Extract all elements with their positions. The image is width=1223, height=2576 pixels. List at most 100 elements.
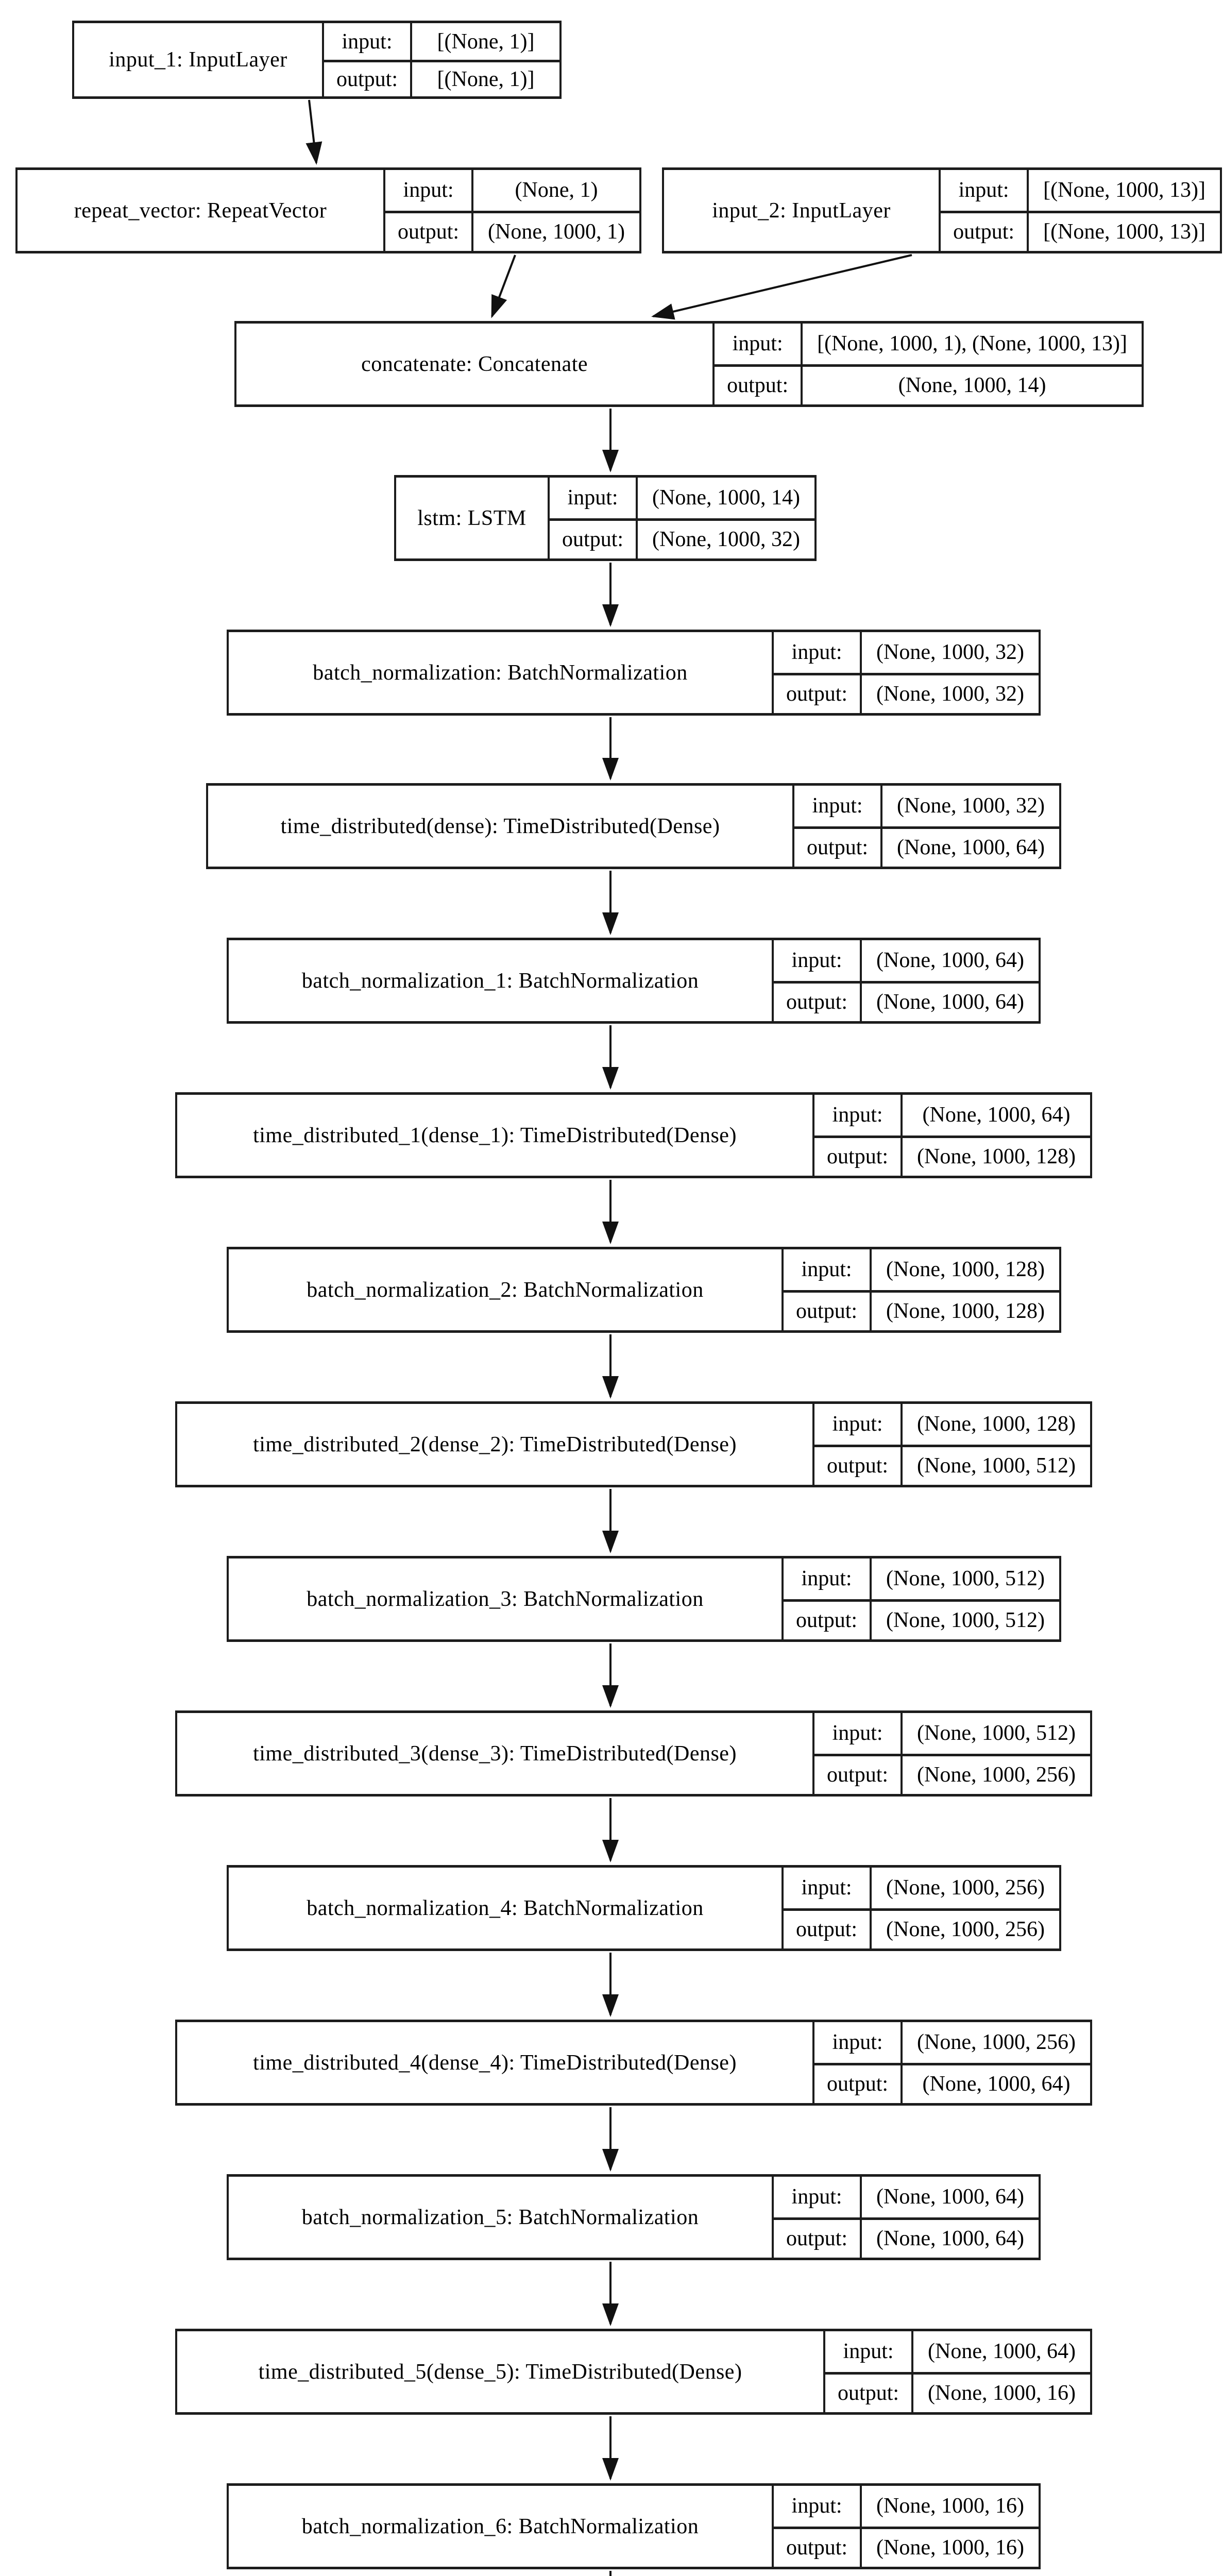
layer-node-time_distributed: time_distributed(dense): TimeDistributed… <box>206 783 1061 869</box>
output-label: output: <box>385 210 472 251</box>
input-label: input: <box>791 2185 842 2209</box>
layer-node-batch_normalization_2: batch_normalization_2: BatchNormalizatio… <box>227 1247 1061 1333</box>
output-label: output: <box>774 672 860 714</box>
output-label: output: <box>784 1599 870 1640</box>
layer-io-table: input: [(None, 1)] output: [(None, 1)] <box>321 23 559 96</box>
layer-node-concatenate: concatenate: Concatenate input: [(None, … <box>234 321 1144 407</box>
output-shape: (None, 1000, 16) <box>860 2526 1039 2567</box>
layer-io-table: input: (None, 1000, 512) output: (None, … <box>782 1558 1059 1639</box>
input-label: input: <box>832 1412 883 1436</box>
output-label: output: <box>814 1135 901 1176</box>
layer-name: time_distributed_5(dense_5): TimeDistrib… <box>258 2360 742 2384</box>
layer-node-batch_normalization: batch_normalization: BatchNormalization … <box>227 630 1041 716</box>
output-label: output: <box>784 1908 870 1949</box>
input-label: input: <box>791 948 842 973</box>
layer-io-table: input: (None, 1000, 256) output: (None, … <box>782 1868 1059 1948</box>
layer-io-table: input: (None, 1000, 16) output: (None, 1… <box>772 2486 1039 2567</box>
layer-name: batch_normalization_6: BatchNormalizatio… <box>301 2514 699 2538</box>
layer-node-input_2: input_2: InputLayer input: [(None, 1000,… <box>662 167 1222 253</box>
output-shape: (None, 1000, 64) <box>860 980 1039 1021</box>
edge-input_1-repeat_vector <box>305 99 322 165</box>
input-shape: (None, 1000, 512) <box>901 1713 1090 1754</box>
input-shape: (None, 1000, 512) <box>870 1558 1059 1599</box>
input-label: input: <box>567 486 618 510</box>
input-label: input: <box>403 178 454 202</box>
output-shape: [(None, 1)] <box>410 60 559 96</box>
layer-io-table: input: (None, 1000, 14) output: (None, 1… <box>548 478 814 558</box>
output-shape: (None, 1000, 16) <box>911 2371 1090 2412</box>
output-label: output: <box>784 1290 870 1331</box>
input-shape: (None, 1000, 128) <box>870 1249 1059 1290</box>
output-shape: (None, 1000, 64) <box>860 2217 1039 2258</box>
output-shape: (None, 1000, 64) <box>880 826 1059 867</box>
input-label: input: <box>832 1103 883 1127</box>
output-shape: (None, 1000, 1) <box>471 210 639 251</box>
input-shape: (None, 1000, 256) <box>870 1868 1059 1908</box>
input-label: input: <box>832 2030 883 2055</box>
layer-name: lstm: LSTM <box>417 506 526 530</box>
layer-io-table: input: (None, 1000, 256) output: (None, … <box>812 2022 1090 2103</box>
layer-node-time_distributed_1: time_distributed_1(dense_1): TimeDistrib… <box>175 1092 1092 1178</box>
layer-name: repeat_vector: RepeatVector <box>74 198 327 223</box>
layer-node-batch_normalization_4: batch_normalization_4: BatchNormalizatio… <box>227 1865 1061 1951</box>
layer-name: time_distributed_1(dense_1): TimeDistrib… <box>253 1123 737 1147</box>
input-label: input: <box>812 794 863 818</box>
layer-name: input_2: InputLayer <box>712 198 891 223</box>
output-label: output: <box>774 980 860 1022</box>
layer-node-input_1: input_1: InputLayer input: [(None, 1)] o… <box>72 21 562 99</box>
layer-io-table: input: (None, 1000, 512) output: (None, … <box>812 1713 1090 1794</box>
output-shape: (None, 1000, 64) <box>901 2062 1090 2103</box>
input-label: input: <box>801 1876 852 1900</box>
layer-node-repeat_vector: repeat_vector: RepeatVector input: (None… <box>15 167 641 253</box>
layer-name: time_distributed_4(dense_4): TimeDistrib… <box>253 2050 737 2075</box>
layer-name: batch_normalization_4: BatchNormalizatio… <box>307 1896 704 1920</box>
output-label: output: <box>825 2371 912 2413</box>
output-label: output: <box>941 210 1027 251</box>
output-label: output: <box>794 826 881 867</box>
output-shape: (None, 1000, 256) <box>870 1908 1059 1948</box>
layer-io-table: input: [(None, 1000, 13)] output: [(None… <box>939 170 1220 251</box>
output-label: output: <box>774 2217 860 2258</box>
input-shape: (None, 1000, 64) <box>860 2177 1039 2217</box>
output-shape: (None, 1000, 512) <box>901 1444 1090 1485</box>
layer-node-batch_normalization_3: batch_normalization_3: BatchNormalizatio… <box>227 1556 1061 1642</box>
layer-node-batch_normalization_5: batch_normalization_5: BatchNormalizatio… <box>227 2174 1041 2260</box>
output-label: output: <box>324 60 410 96</box>
input-label: input: <box>958 178 1009 202</box>
output-label: output: <box>715 364 801 405</box>
layer-name: batch_normalization_5: BatchNormalizatio… <box>301 2205 699 2229</box>
layer-io-table: input: (None, 1000, 64) output: (None, 1… <box>772 940 1039 1021</box>
input-shape: (None, 1000, 64) <box>911 2331 1090 2372</box>
input-label: input: <box>732 332 783 356</box>
input-label: input: <box>801 1258 852 1282</box>
input-shape: (None, 1000, 128) <box>901 1404 1090 1445</box>
input-label: input: <box>791 640 842 665</box>
input-shape: (None, 1000, 32) <box>880 786 1059 826</box>
layer-node-time_distributed_3: time_distributed_3(dense_3): TimeDistrib… <box>175 1710 1092 1797</box>
layer-io-table: input: [(None, 1000, 1), (None, 1000, 13… <box>712 324 1142 404</box>
output-shape: [(None, 1000, 13)] <box>1027 210 1220 251</box>
output-shape: (None, 1000, 128) <box>870 1290 1059 1330</box>
layer-name: time_distributed_2(dense_2): TimeDistrib… <box>253 1432 737 1456</box>
output-label: output: <box>814 1753 901 1794</box>
input-label: input: <box>843 2340 894 2364</box>
layer-io-table: input: (None, 1000, 64) output: (None, 1… <box>812 1095 1090 1176</box>
input-label: input: <box>342 29 393 54</box>
input-shape: [(None, 1)] <box>410 23 559 60</box>
output-shape: (None, 1000, 32) <box>636 518 814 558</box>
output-label: output: <box>774 2526 860 2567</box>
output-label: output: <box>814 1444 901 1485</box>
layer-io-table: input: (None, 1000, 128) output: (None, … <box>812 1404 1090 1485</box>
layer-name: batch_normalization_1: BatchNormalizatio… <box>301 969 699 993</box>
input-shape: (None, 1000, 14) <box>636 478 814 518</box>
layer-io-table: input: (None, 1000, 64) output: (None, 1… <box>823 2331 1090 2412</box>
layer-name: input_1: InputLayer <box>109 48 287 72</box>
layer-node-time_distributed_2: time_distributed_2(dense_2): TimeDistrib… <box>175 1401 1092 1487</box>
layer-node-time_distributed_5: time_distributed_5(dense_5): TimeDistrib… <box>175 2329 1092 2415</box>
edge-input_2-concatenate <box>651 254 912 320</box>
input-label: input: <box>801 1567 852 1591</box>
layer-name: time_distributed_3(dense_3): TimeDistrib… <box>253 1741 737 1766</box>
layer-io-table: input: (None, 1000, 32) output: (None, 1… <box>772 632 1039 713</box>
input-shape: (None, 1000, 16) <box>860 2486 1039 2527</box>
